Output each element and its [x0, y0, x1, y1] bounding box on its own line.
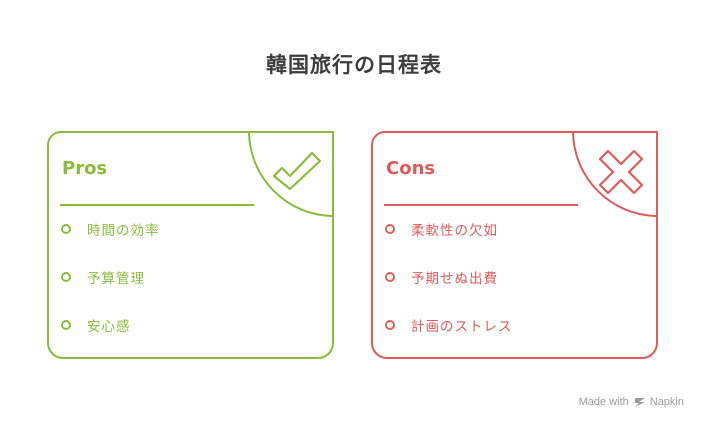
bullet-circle-icon — [61, 272, 71, 282]
cons-item-label: 予期せぬ出費 — [411, 271, 498, 287]
bullet-circle-icon — [385, 320, 395, 330]
cons-item-label: 柔軟性の欠如 — [411, 223, 498, 239]
cons-card: Cons 柔軟性の欠如 予期せぬ出費 計画のストレス — [371, 131, 658, 359]
napkin-brand: Napkin — [649, 396, 684, 408]
napkin-logo-icon — [634, 398, 645, 407]
pros-divider — [60, 204, 254, 206]
pros-card: Pros 時間の効率 予算管理 安心感 — [47, 131, 334, 359]
cons-item-label: 計画のストレス — [411, 319, 513, 335]
pros-item-label: 安心感 — [87, 319, 131, 335]
pros-item-label: 予算管理 — [87, 271, 145, 287]
cons-item: 計画のストレス — [385, 315, 513, 335]
cons-heading: Cons — [386, 158, 436, 179]
x-mark-icon — [598, 149, 644, 195]
pros-corner — [248, 133, 332, 217]
page-title: 韓国旅行の日程表 — [266, 53, 442, 77]
cons-item: 柔軟性の欠如 — [385, 219, 498, 239]
bullet-circle-icon — [385, 272, 395, 282]
made-with-label: Made with — [578, 396, 629, 408]
pros-heading: Pros — [62, 158, 108, 179]
checkmark-icon — [272, 151, 322, 191]
pros-item-label: 時間の効率 — [87, 223, 160, 239]
pros-item: 時間の効率 — [61, 219, 160, 239]
pros-item: 安心感 — [61, 315, 131, 335]
bullet-circle-icon — [385, 224, 395, 234]
cons-item: 予期せぬ出費 — [385, 267, 498, 287]
bullet-circle-icon — [61, 224, 71, 234]
made-with-napkin[interactable]: Made with Napkin — [579, 396, 684, 408]
pros-item: 予算管理 — [61, 267, 145, 287]
cons-corner — [572, 133, 656, 217]
cons-divider — [384, 204, 578, 206]
bullet-circle-icon — [61, 320, 71, 330]
